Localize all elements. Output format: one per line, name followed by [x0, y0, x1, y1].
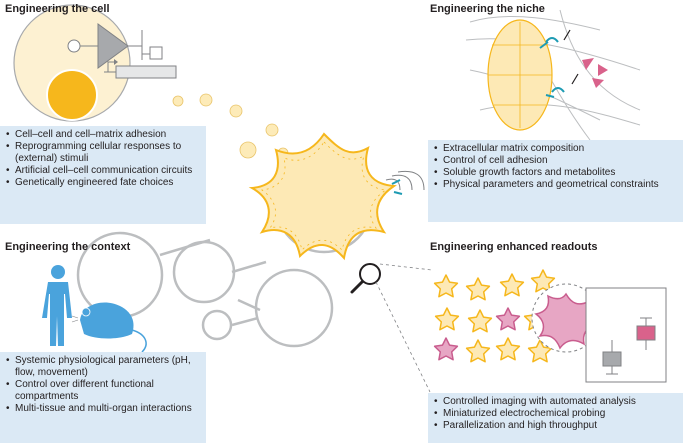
central-organoid [248, 132, 425, 261]
cell-panel: Cell–cell and cell–matrix adhesion Repro… [0, 126, 206, 224]
heading-engineering-the-niche: Engineering the niche [430, 3, 545, 15]
array-organoid [527, 339, 553, 363]
list-item: Reprogramming cellular responses to (ext… [6, 141, 200, 165]
list-item: Physical parameters and geometrical cons… [434, 179, 677, 191]
array-organoid [495, 337, 521, 361]
array-organoid [467, 309, 493, 333]
list-item: Extracellular matrix composition [434, 143, 677, 155]
list-item: Parallelization and high throughput [434, 420, 677, 432]
array-organoid [495, 307, 521, 331]
array-organoid [434, 307, 460, 331]
list-item: Artificial cell–cell communication circu… [6, 165, 200, 177]
array-organoid [433, 274, 459, 298]
niche-cluster [465, 9, 641, 141]
vesicles [172, 93, 289, 159]
array-organoid [465, 277, 491, 301]
list-item: Control over different functional compar… [6, 379, 200, 403]
array-organoid [433, 337, 459, 361]
heading-engineering-enhanced-readouts: Engineering enhanced readouts [430, 241, 598, 253]
engineered-cell [13, 4, 131, 122]
array-organoid [499, 273, 525, 297]
list-item: Multi-tissue and multi-organ interaction… [6, 403, 200, 415]
list-item: Controlled imaging with automated analys… [434, 396, 677, 408]
array-organoid [530, 269, 556, 293]
magnifier-icon [350, 263, 433, 393]
zoom-organoid [531, 283, 601, 353]
heading-engineering-the-context: Engineering the context [5, 241, 131, 253]
list-item: Genetically engineered fate choices [6, 177, 200, 189]
array-organoid [465, 339, 491, 363]
list-item: Miniaturized electrochemical probing [434, 408, 677, 420]
context-panel: Systemic physiological parame­ters (pH, … [0, 352, 206, 443]
list-item: Cell–cell and cell–matrix adhesion [6, 129, 200, 141]
list-item: Control of cell adhesion [434, 155, 677, 167]
compartment-network [76, 231, 334, 348]
list-item: Systemic physiological parame­ters (pH, … [6, 355, 200, 379]
human-figure-icon [42, 265, 72, 346]
gene-circuit-icon [80, 23, 177, 79]
heading-engineering-the-cell: Engineering the cell [5, 3, 110, 15]
readouts-panel: Controlled imaging with automated analys… [428, 393, 683, 443]
niche-panel: Extracellular matrix composition Control… [428, 140, 683, 222]
list-item: Soluble growth factors and metabolites [434, 167, 677, 179]
organoid-array [433, 269, 556, 363]
boxplot-icon [585, 287, 667, 383]
mouse-icon [71, 302, 147, 353]
